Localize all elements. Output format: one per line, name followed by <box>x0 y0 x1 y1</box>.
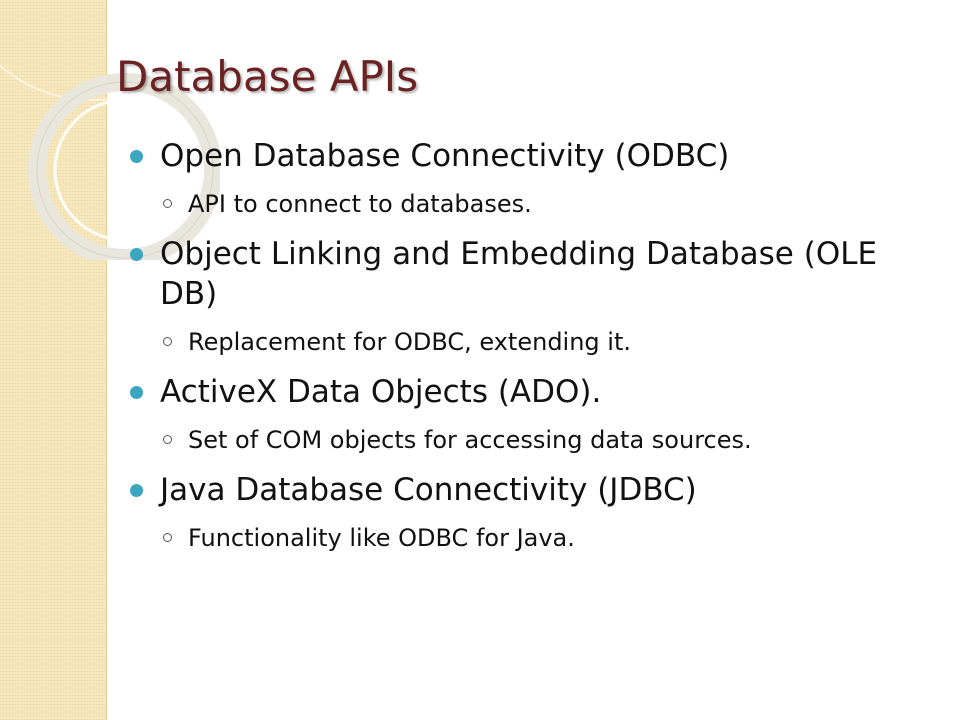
list-item: ActiveX Data Objects (ADO). <box>130 372 930 412</box>
slide-title: Database APIs <box>116 52 419 101</box>
list-item-text: Object Linking and Embedding Database (O… <box>160 236 878 312</box>
list-item: Open Database Connectivity (ODBC) <box>130 136 930 176</box>
sub-list-item: Functionality like ODBC for Java. <box>130 522 930 554</box>
bullet-dot-icon <box>130 150 143 163</box>
list-item-text: Open Database Connectivity (ODBC) <box>160 138 730 174</box>
decorative-rings-icon <box>0 14 220 260</box>
list-item-text: ActiveX Data Objects (ADO). <box>160 374 602 410</box>
sub-bullet-ring-icon <box>163 533 172 542</box>
list-item-text: Java Database Connectivity (JDBC) <box>160 472 697 508</box>
bullet-dot-icon <box>130 484 143 497</box>
list-item: Java Database Connectivity (JDBC) <box>130 470 930 510</box>
sub-list-item-text: API to connect to databases. <box>188 190 532 218</box>
sub-list-item-text: Functionality like ODBC for Java. <box>188 524 575 552</box>
sub-bullet-ring-icon <box>163 337 172 346</box>
sub-list-item: API to connect to databases. <box>130 188 930 220</box>
list-item: Object Linking and Embedding Database (O… <box>130 234 880 314</box>
bullet-list: Open Database Connectivity (ODBC) API to… <box>130 136 930 554</box>
sub-list-item-text: Set of COM objects for accessing data so… <box>188 426 752 454</box>
bullet-dot-icon <box>130 386 143 399</box>
sub-list-item: Replacement for ODBC, extending it. <box>130 326 930 358</box>
sub-list-item: Set of COM objects for accessing data so… <box>130 424 930 456</box>
sub-bullet-ring-icon <box>163 435 172 444</box>
sub-bullet-ring-icon <box>163 199 172 208</box>
sub-list-item-text: Replacement for ODBC, extending it. <box>188 328 632 356</box>
bullet-dot-icon <box>130 248 143 261</box>
